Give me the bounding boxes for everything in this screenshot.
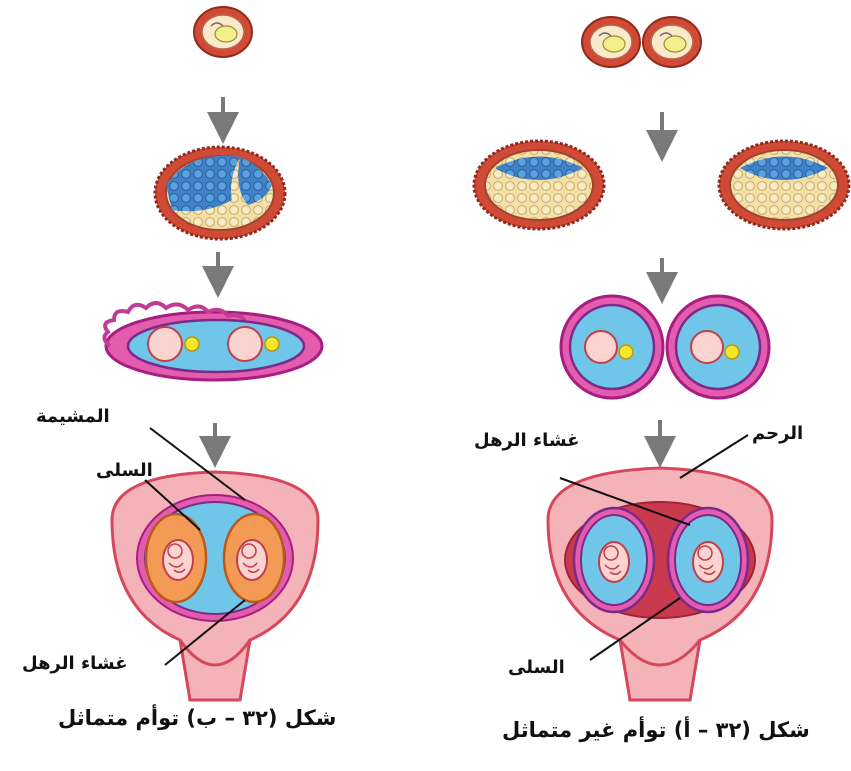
identical-blastocyst: [155, 147, 285, 239]
fraternal-implant-a: [561, 296, 663, 398]
fraternal-implant-b: [667, 296, 769, 398]
label-uterus: الرحم: [752, 425, 803, 443]
fraternal-uterus: [548, 468, 772, 700]
identical-uterus: [112, 472, 318, 700]
label-amnion-right: غشاء الرهل: [474, 432, 580, 450]
caption-identical: شكل (٣٢ – ب) توأم متماثل: [58, 708, 336, 729]
label-sac-left: السلى: [96, 462, 153, 480]
fraternal-blastocyst-b: [719, 141, 849, 229]
pointer-uterus: [680, 435, 748, 478]
label-chorion: المشيمة: [36, 408, 110, 426]
caption-fraternal: شكل (٣٢ – أ) توأم غير متماثل: [502, 720, 810, 741]
label-sac-right: السلى: [508, 659, 565, 677]
identical-implant-stage: [104, 303, 322, 380]
fraternal-two-eggs: [582, 17, 701, 67]
fraternal-blastocyst-a: [474, 141, 604, 229]
identical-single-egg: [194, 7, 252, 57]
label-amnion-left: غشاء الرهل: [22, 655, 128, 673]
